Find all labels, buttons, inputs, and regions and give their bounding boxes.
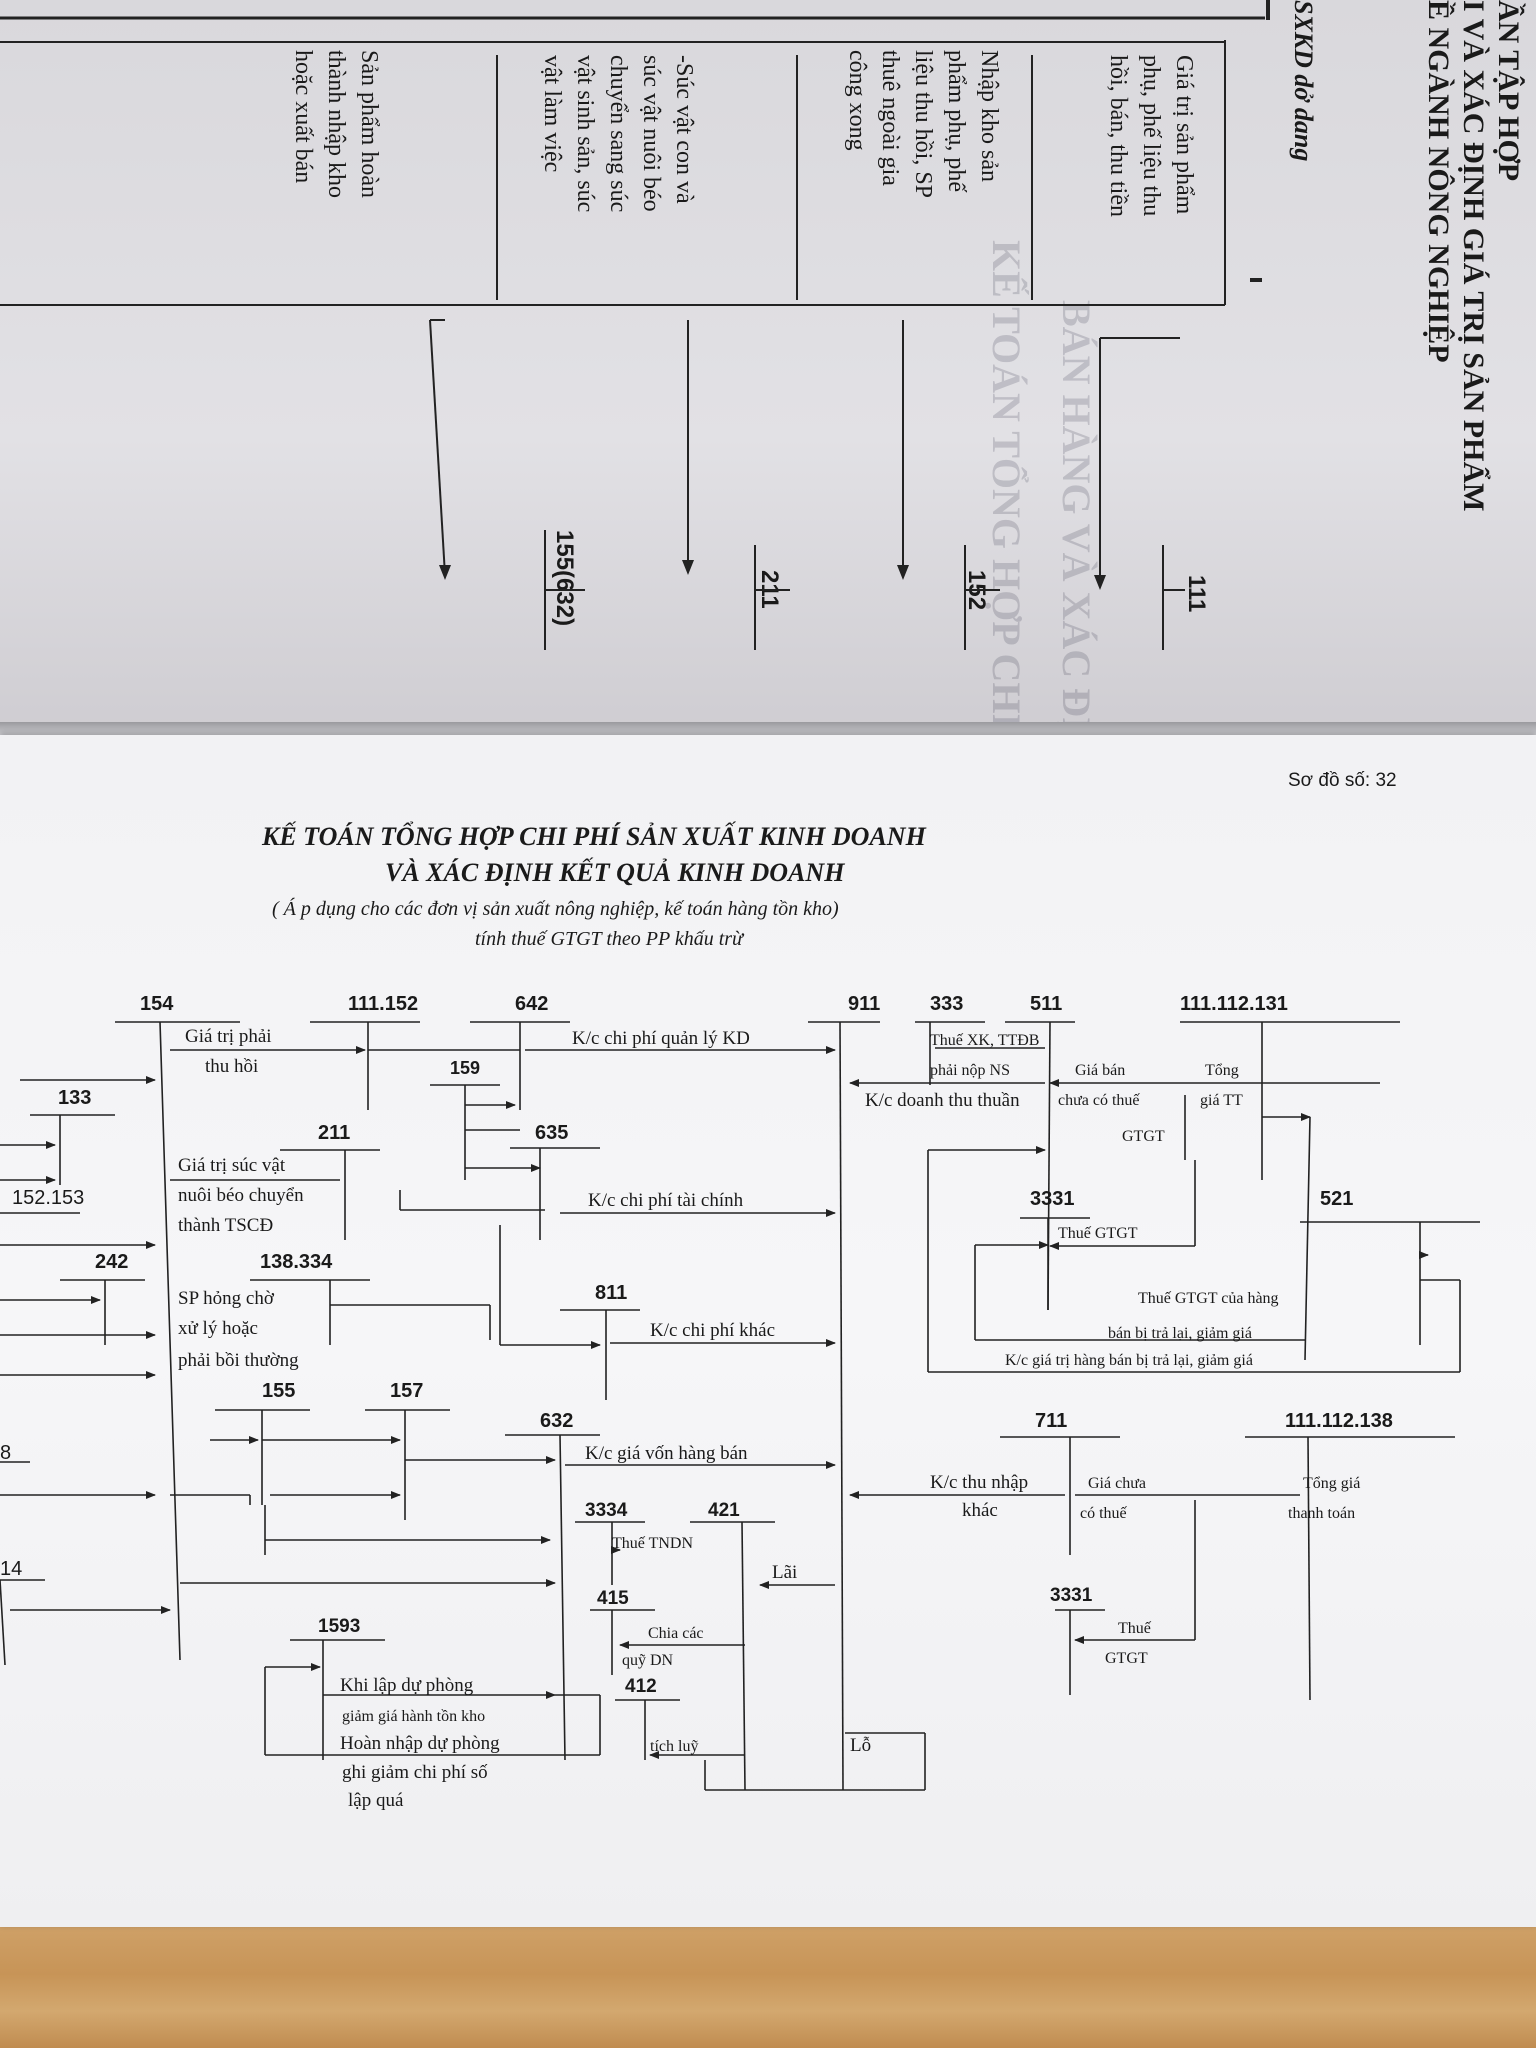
label-lo: Lỗ	[850, 1735, 872, 1756]
arrow-head	[1094, 575, 1106, 590]
label-tong-gia: Tổng giá	[1303, 1475, 1361, 1492]
top-book-page: BÁN HÀNG VÀ XÁC ĐỊNH KẾT QUẢ KINH DOANH …	[0, 0, 1536, 730]
label-lai: Lãi	[772, 1562, 798, 1583]
label-tich-luy: tích luỹ	[650, 1738, 699, 1755]
arrow-155	[429, 319, 446, 576]
account-111-112-131: 111.112.131	[1180, 993, 1288, 1015]
account-632: 632	[540, 1410, 574, 1432]
t-632-vertical	[559, 1434, 566, 1761]
account-159: 159	[450, 1058, 481, 1078]
label-chua-co-thue: chưa có thuế	[1058, 1092, 1140, 1109]
label-thue-gtgt-hang: Thuế GTGT của hàng	[1138, 1290, 1279, 1307]
label-quy-dn: quỹ DN	[622, 1652, 674, 1669]
account-412: 412	[625, 1676, 657, 1697]
label-chia-cac: Chia các	[648, 1625, 704, 1642]
label-kc-qldn: K/c chi phí quản lý KD	[572, 1028, 750, 1049]
arrow-head	[682, 560, 694, 575]
label-kc-tai-chinh: K/c chi phí tài chính	[588, 1190, 744, 1211]
account-811: 811	[595, 1282, 628, 1304]
diagram-subtitle-2: tính thuế GTGT theo PP khấu trừ	[475, 928, 743, 950]
label-co-thue: có thuế	[1080, 1505, 1127, 1522]
account-415: 415	[597, 1588, 629, 1609]
label-thue-b: Thuế	[1118, 1620, 1151, 1637]
label-khac: khác	[962, 1500, 998, 1521]
label-thu-hoi: thu hồi	[205, 1056, 259, 1077]
diagram-subtitle-1: ( Á p dụng cho các đơn vị sản xuất nông …	[272, 898, 839, 920]
arrow-head	[439, 565, 451, 580]
label-lap-qua: lập quá	[348, 1790, 404, 1811]
account-8: 8	[0, 1442, 12, 1464]
label-giam-gia-htk: giảm giá hành tồn kho	[342, 1708, 486, 1725]
account-14: 14	[0, 1558, 23, 1580]
label-kc-gia-von: K/c giá vốn hàng bán	[585, 1443, 748, 1464]
label-kc-thu-nhap: K/c thu nhập	[930, 1472, 1029, 1493]
account-333: 333	[930, 993, 964, 1015]
account-642: 642	[515, 993, 549, 1015]
t-14-vertical	[0, 1579, 6, 1666]
account-152-153: 152.153	[12, 1187, 85, 1209]
label-hoan-nhap: Hoàn nhập dự phòng	[340, 1733, 500, 1754]
label-kc-khac: K/c chi phí khác	[650, 1320, 776, 1341]
label-tong: Tổng	[1205, 1062, 1239, 1079]
label-thue-tndn: Thuế TNDN	[612, 1535, 694, 1552]
t-911-vertical	[839, 1021, 844, 1791]
wooden-table	[0, 1925, 1536, 2048]
account-635: 635	[535, 1122, 569, 1144]
label-gia-tri-phai: Giá trị phải	[185, 1026, 272, 1047]
account-421: 421	[708, 1500, 740, 1521]
account-3331: 3331	[1030, 1188, 1075, 1210]
diagram-title-line-2: VÀ XÁC ĐỊNH KẾT QUẢ KINH DOANH	[385, 858, 845, 887]
account-711: 711	[1035, 1410, 1068, 1432]
diagram-title-line-1: KẾ TOÁN TỔNG HỢP CHI PHÍ SẢN XUẤT KINH D…	[262, 822, 926, 851]
account-157: 157	[390, 1380, 424, 1402]
t-154-vertical	[159, 1021, 181, 1661]
t-111-112-138-vertical	[1307, 1436, 1311, 1701]
label-kc-doanh-thu: K/c doanh thu thuần	[865, 1090, 1020, 1111]
t-421-vertical	[741, 1521, 746, 1791]
arrow-line	[1304, 1116, 1311, 1361]
account-511: 511	[1030, 993, 1063, 1015]
label-boi-thuong: phải bồi thường	[178, 1350, 299, 1371]
account-1593: 1593	[318, 1616, 361, 1637]
account-111-152: 111.152	[348, 993, 419, 1015]
account-211: 211	[318, 1122, 351, 1144]
diagram-number: Sơ đồ số: 32	[1288, 770, 1397, 791]
label-ghi-giam: ghi giảm chi phí số	[342, 1762, 488, 1783]
account-3331-b: 3331	[1050, 1585, 1093, 1606]
label-thanh-tscd: thành TSCĐ	[178, 1215, 274, 1236]
account-521: 521	[1320, 1188, 1354, 1210]
account-111-112-138: 111.112.138	[1285, 1410, 1393, 1432]
label-gtgt-b: GTGT	[1105, 1650, 1148, 1667]
account-138-334: 138.334	[260, 1251, 333, 1273]
label-thanh-toan: thanh toán	[1288, 1505, 1356, 1522]
label-phai-nop-ns: phải nộp NS	[930, 1062, 1010, 1079]
account-911: 911	[848, 993, 881, 1015]
account-154: 154	[140, 993, 174, 1015]
account-3334: 3334	[585, 1500, 628, 1521]
bottom-book-page	[0, 735, 1536, 1927]
label-kc-gia-tri-hang: K/c giá trị hàng bán bị trả lại, giảm gi…	[1005, 1352, 1253, 1369]
label-thue-xk: Thuế XK, TTĐB	[930, 1032, 1040, 1049]
account-155: 155	[262, 1380, 296, 1402]
label-khi-lap: Khi lập dự phòng	[340, 1675, 474, 1696]
account-242: 242	[95, 1251, 129, 1273]
label-gia-chua: Giá chưa	[1088, 1475, 1146, 1492]
arrow-head	[897, 565, 909, 580]
label-nuoi-beo: nuôi béo chuyển	[178, 1185, 304, 1206]
label-xu-ly: xử lý hoặc	[178, 1318, 258, 1339]
label-gia-tri-suc-vat: Giá trị súc vật	[178, 1155, 286, 1176]
label-sp-hong: SP hỏng chờ	[178, 1288, 274, 1309]
label-thue-gtgt: Thuế GTGT	[1058, 1225, 1138, 1242]
top-page-lines	[0, 0, 1270, 650]
account-133: 133	[58, 1087, 92, 1109]
label-ban-bi-tra-lai: bán bị trả lại, giảm giá	[1108, 1325, 1252, 1342]
label-gia-ban: Giá bán	[1075, 1062, 1126, 1079]
label-gia-tt: giá TT	[1200, 1092, 1243, 1109]
label-gtgt: GTGT	[1122, 1128, 1165, 1145]
